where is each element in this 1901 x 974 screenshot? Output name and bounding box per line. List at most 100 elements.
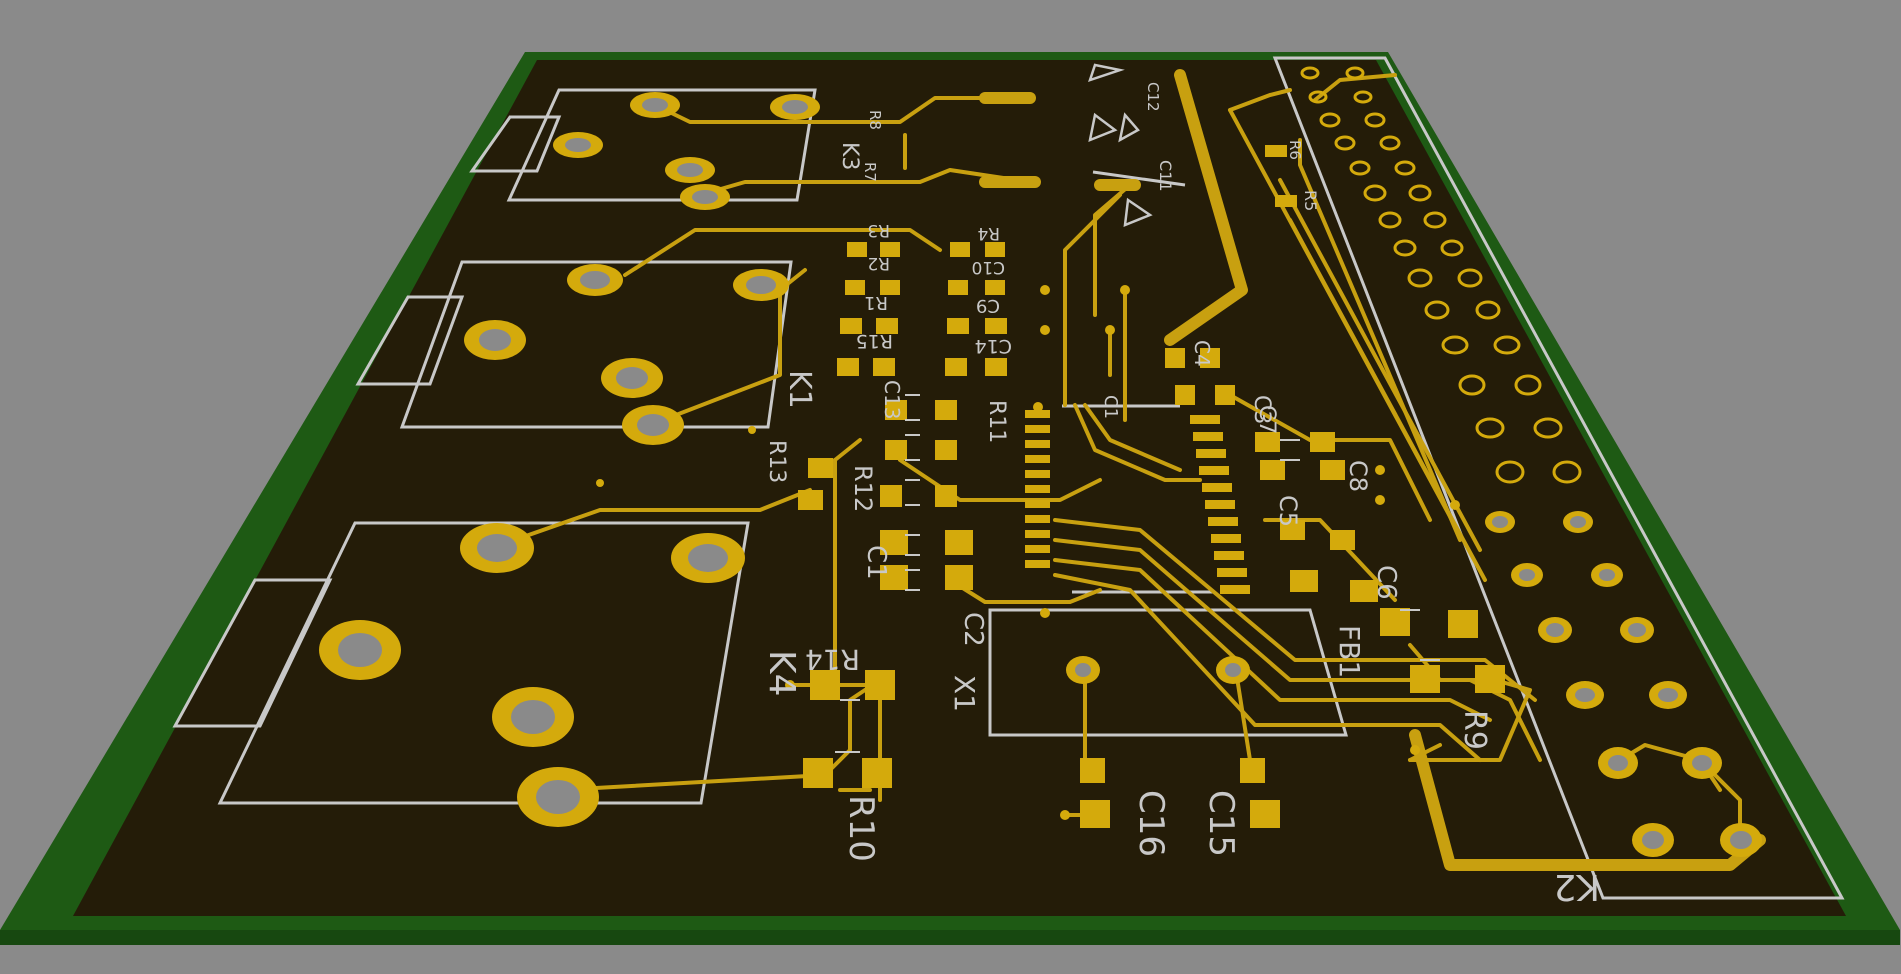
drill-holes	[338, 98, 1752, 849]
trace	[1093, 183, 1132, 317]
smd-pad	[985, 242, 1005, 257]
drill-hole	[1519, 569, 1535, 581]
silk-line	[1092, 170, 1186, 187]
ic-pin	[1025, 455, 1050, 463]
drill-hole	[338, 633, 382, 667]
via	[1375, 495, 1385, 505]
pad-ring	[1407, 268, 1433, 288]
smd-pad	[840, 318, 862, 334]
trace	[1053, 573, 1482, 762]
ic-pin	[1025, 560, 1050, 568]
label-r11: R11	[984, 400, 1009, 443]
ic-pin	[1220, 585, 1250, 594]
label-c14: C14	[975, 335, 1012, 357]
pad-ring	[1514, 374, 1542, 396]
smd-pad	[1320, 460, 1345, 480]
smd-pad	[950, 242, 970, 257]
drill-hole	[1492, 516, 1508, 528]
smd-pad	[1200, 348, 1220, 368]
smd-pad	[862, 758, 892, 788]
via	[748, 426, 756, 434]
smd-pad	[985, 358, 1007, 376]
smd-pad	[876, 318, 898, 334]
label-r1: R1	[864, 292, 888, 313]
ic-pin	[1025, 500, 1050, 508]
smd-pad	[1280, 520, 1305, 540]
k3-outline	[506, 88, 817, 202]
smd-pad	[1250, 800, 1280, 828]
label-c15: C15	[1201, 790, 1241, 857]
k2-outline	[1272, 56, 1845, 900]
ic-pin	[1193, 432, 1223, 441]
label-c7: C7	[1254, 405, 1279, 434]
trace	[558, 678, 882, 792]
c11-polarity-mark	[1118, 112, 1140, 143]
ic-pin	[1025, 440, 1050, 448]
smd-pad	[880, 565, 908, 590]
smd-pad	[880, 530, 908, 555]
label-c9: C9	[976, 295, 1000, 316]
drill-hole	[1546, 623, 1564, 637]
drill-hole	[688, 544, 728, 572]
smd-pad	[880, 485, 902, 507]
smd-pad	[1255, 432, 1280, 452]
pad-ring	[1423, 211, 1447, 229]
label-r6: R6	[1286, 140, 1304, 160]
ic-pin	[1196, 449, 1226, 458]
smd-pad	[1275, 195, 1297, 207]
label-k1: K1	[782, 370, 817, 409]
label-c5: C5	[1274, 495, 1302, 527]
smd-pad	[885, 400, 907, 420]
ic-pin	[1217, 568, 1247, 577]
smd-pad	[803, 758, 833, 788]
label-fb1: FB1	[1333, 625, 1366, 678]
drill-hole	[477, 534, 517, 562]
label-c13: C13	[880, 380, 904, 419]
trace	[698, 168, 1032, 197]
drill-hole	[616, 367, 648, 389]
drill-hole	[1730, 831, 1752, 849]
smd-pad	[865, 670, 895, 700]
pad-ring	[1475, 417, 1505, 439]
pad-ring	[1394, 160, 1416, 176]
via	[596, 479, 604, 487]
smd-pad	[845, 280, 865, 295]
trace	[648, 268, 807, 427]
ic-pin	[1211, 534, 1241, 543]
trace	[833, 438, 862, 462]
ic-pin	[1190, 415, 1220, 424]
smd-pad	[1448, 610, 1478, 638]
k4-tab	[172, 578, 333, 728]
ic-pin	[1025, 425, 1050, 433]
smd-pad	[1165, 348, 1185, 368]
via	[1375, 465, 1385, 475]
label-r2: R2	[867, 253, 890, 273]
trace	[623, 228, 942, 277]
label-r8: R8	[866, 110, 884, 130]
drill-hole	[479, 329, 511, 351]
smd-pad	[945, 358, 967, 376]
pad-ring	[1364, 112, 1386, 128]
label-c11: C11	[1156, 160, 1175, 192]
smd-pad	[880, 242, 900, 257]
trace	[1053, 538, 1542, 762]
drill-hole	[1599, 569, 1615, 581]
pad-ring	[1495, 460, 1525, 484]
smd-pad	[1380, 608, 1410, 636]
x1-outline	[988, 608, 1348, 737]
smd-pad	[1350, 580, 1378, 602]
drill-hole	[1658, 688, 1678, 702]
drill-hole	[580, 271, 610, 289]
drill-hole	[782, 100, 808, 114]
label-c10: C10	[971, 257, 1005, 277]
label-r5: R5	[1301, 190, 1320, 211]
via	[1040, 285, 1050, 295]
smd-pad	[1410, 665, 1440, 693]
smd-pad	[1290, 570, 1318, 592]
smd-pad	[847, 242, 867, 257]
via	[1410, 745, 1420, 755]
k2-header-small-pads	[1300, 66, 1582, 484]
pad-ring	[1493, 335, 1521, 355]
